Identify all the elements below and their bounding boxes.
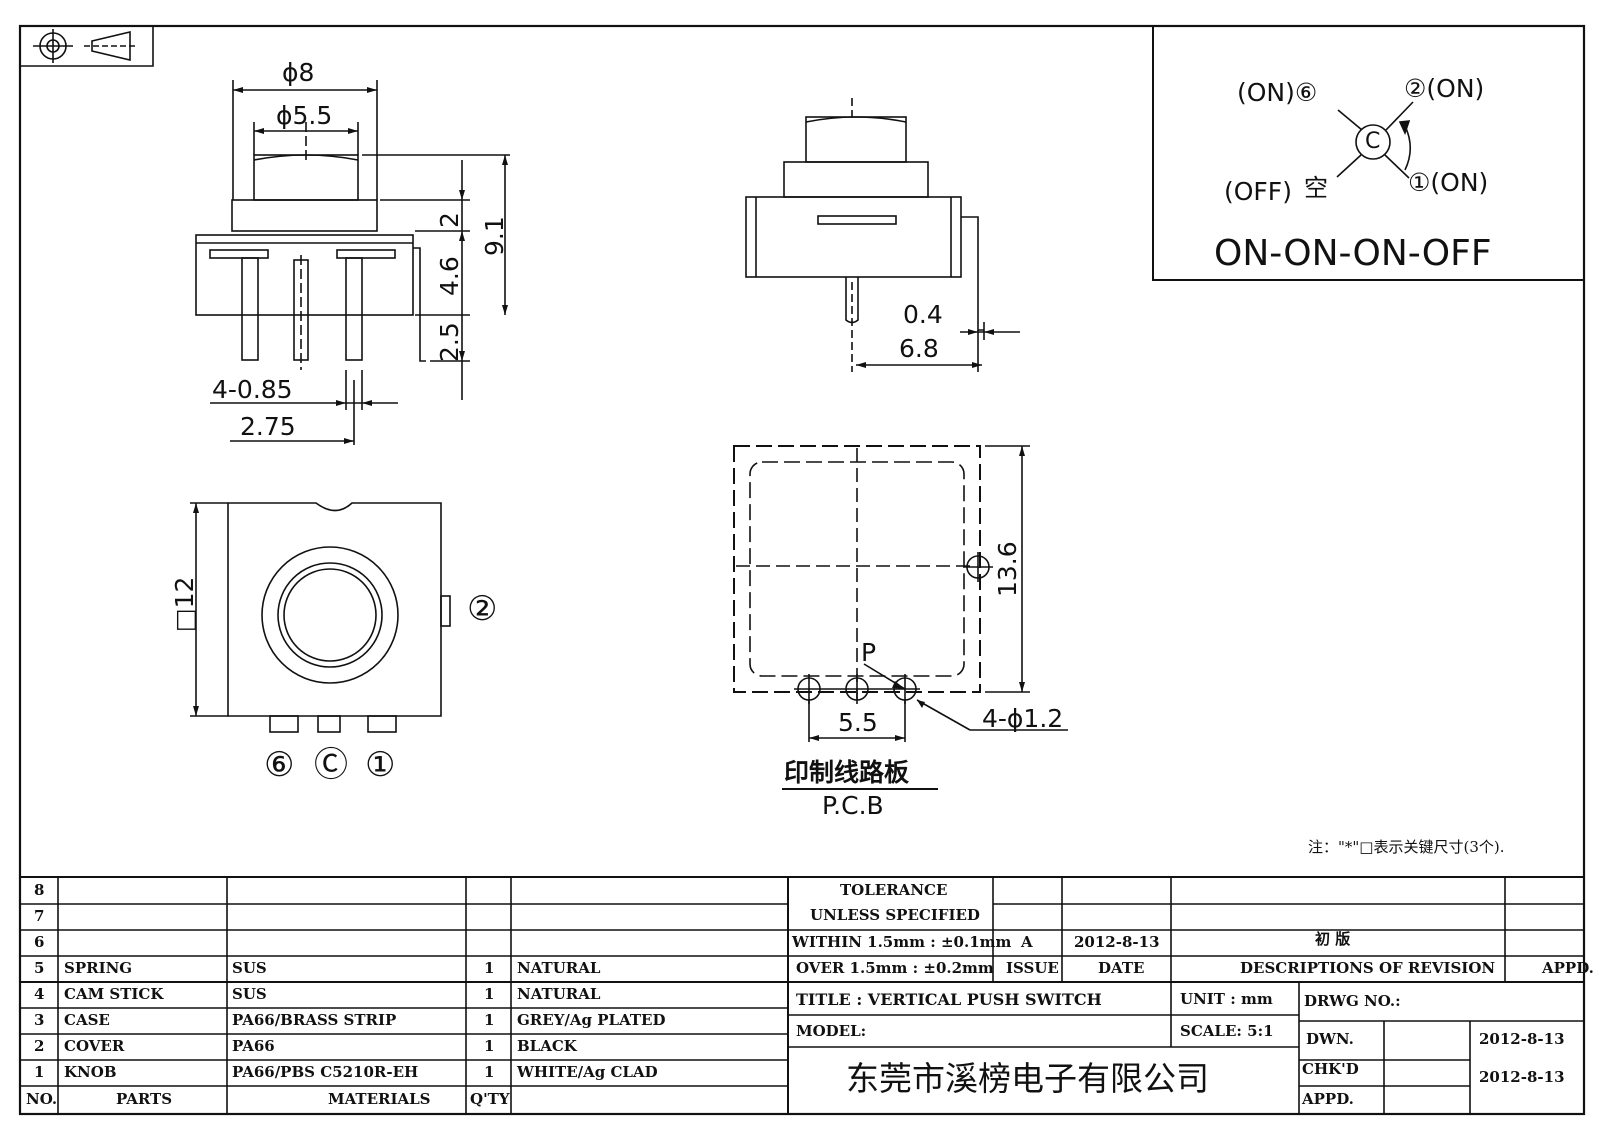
row-5-material: SUS bbox=[232, 959, 267, 977]
row-2-no: 2 bbox=[34, 1037, 45, 1055]
header-materials: MATERIALS bbox=[328, 1090, 431, 1108]
row-2-finish: BLACK bbox=[517, 1037, 577, 1055]
checked-date: 2012-8-13 bbox=[1479, 1068, 1565, 1086]
row-3-finish: GREY/Ag PLATED bbox=[517, 1011, 666, 1029]
drawn-date: 2012-8-13 bbox=[1479, 1030, 1565, 1048]
row-7-no: 7 bbox=[34, 907, 45, 925]
dim-13-6: 13.6 bbox=[993, 541, 1022, 597]
dim-4-phi1-2: 4-ϕ1.2 bbox=[982, 704, 1064, 733]
header-qty: Q'TY bbox=[470, 1090, 510, 1108]
pcb-label-en: P.C.B bbox=[822, 791, 884, 820]
schematic-kong: 空 bbox=[1304, 174, 1328, 202]
pcb-label-cn: 印制线路板 bbox=[784, 758, 910, 787]
model-label: MODEL: bbox=[796, 1022, 867, 1040]
row-3-part: CASE bbox=[64, 1011, 110, 1029]
dim-9-1: 9.1 bbox=[480, 216, 509, 256]
row-2-material: PA66 bbox=[232, 1037, 275, 1055]
row-1-qty: 1 bbox=[484, 1063, 495, 1081]
dim-p-label: P bbox=[861, 638, 877, 667]
row-1-material: PA66/PBS C5210R-EH bbox=[232, 1063, 419, 1081]
date-label: DATE bbox=[1098, 959, 1145, 977]
row-5-part: SPRING bbox=[64, 959, 133, 977]
dim-2-5: 2.5 bbox=[435, 322, 464, 362]
pin-6-label: ⑥ bbox=[264, 745, 295, 785]
row-5-no: 5 bbox=[34, 959, 45, 977]
drawing-note: 注："*"□表示关键尺寸(3个). bbox=[1308, 838, 1505, 856]
pin-c-label: Ⓒ bbox=[314, 745, 348, 785]
appd-label-revision: APPD. bbox=[1542, 959, 1594, 977]
dim-0-4: 0.4 bbox=[903, 300, 943, 329]
row-4-finish: NATURAL bbox=[517, 985, 601, 1003]
revision-value: 初 版 bbox=[1315, 930, 1351, 948]
schematic-mode: ON-ON-ON-OFF bbox=[1214, 233, 1492, 274]
row-2-qty: 1 bbox=[484, 1037, 495, 1055]
dim-6-8: 6.8 bbox=[899, 334, 939, 363]
header-parts: PARTS bbox=[116, 1090, 173, 1108]
descriptions-label: DESCRIPTIONS OF REVISION bbox=[1240, 959, 1496, 977]
row-4-part: CAM STICK bbox=[64, 985, 164, 1003]
issue-label: ISSUE bbox=[1006, 959, 1059, 977]
tolerance-over: OVER 1.5mm : ±0.2mm bbox=[796, 959, 994, 977]
checked-label: CHK'D bbox=[1302, 1060, 1359, 1078]
scale-label: SCALE: 5:1 bbox=[1180, 1022, 1274, 1040]
row-1-finish: WHITE/Ag CLAD bbox=[517, 1063, 658, 1081]
row-8-no: 8 bbox=[34, 881, 45, 899]
dim-phi8: ϕ8 bbox=[282, 58, 315, 87]
dim-square-12: □12 bbox=[170, 576, 199, 632]
row-3-qty: 1 bbox=[484, 1011, 495, 1029]
tolerance-unless: UNLESS SPECIFIED bbox=[810, 906, 980, 924]
dim-4-0-85: 4-0.85 bbox=[212, 375, 293, 404]
unit-label: UNIT : mm bbox=[1180, 990, 1273, 1008]
row-1-part: KNOB bbox=[64, 1063, 117, 1081]
pin-1-label: ① bbox=[365, 745, 396, 785]
row-3-material: PA66/BRASS STRIP bbox=[232, 1011, 397, 1029]
row-3-no: 3 bbox=[34, 1011, 45, 1029]
dim-2: 2 bbox=[435, 212, 464, 228]
tolerance-within: WITHIN 1.5mm : ±0.1mm bbox=[792, 933, 1012, 951]
approved-label: APPD. bbox=[1302, 1090, 1354, 1108]
row-5-qty: 1 bbox=[484, 959, 495, 977]
dim-phi5-5: ϕ5.5 bbox=[276, 101, 333, 130]
tolerance-heading: TOLERANCE bbox=[840, 881, 948, 899]
drawing-number-label: DRWG NO.: bbox=[1304, 992, 1401, 1010]
schematic-on-6: (ON)⑥ bbox=[1237, 78, 1318, 107]
row-2-part: COVER bbox=[64, 1037, 125, 1055]
date-value: 2012-8-13 bbox=[1074, 933, 1160, 951]
dim-4-6: 4.6 bbox=[435, 256, 464, 296]
row-4-material: SUS bbox=[232, 985, 267, 1003]
company-name: 东莞市溪榜电子有限公司 bbox=[846, 1059, 1209, 1098]
schematic-on-2: ②(ON) bbox=[1404, 74, 1485, 103]
dim-2-75: 2.75 bbox=[240, 412, 296, 441]
schematic-common: C bbox=[1365, 129, 1381, 154]
schematic-on-1: ①(ON) bbox=[1408, 168, 1489, 197]
drawn-label: DWN. bbox=[1306, 1030, 1354, 1048]
row-4-qty: 1 bbox=[484, 985, 495, 1003]
header-no: NO. bbox=[26, 1090, 58, 1108]
issue-value: A bbox=[1021, 933, 1033, 951]
drawing-title: TITLE : VERTICAL PUSH SWITCH bbox=[796, 990, 1102, 1009]
row-5-finish: NATURAL bbox=[517, 959, 601, 977]
pin-2-label: ② bbox=[467, 589, 498, 629]
row-1-no: 1 bbox=[34, 1063, 45, 1081]
schematic-off: (OFF) bbox=[1224, 177, 1292, 206]
dim-5-5: 5.5 bbox=[838, 708, 878, 737]
row-6-no: 6 bbox=[34, 933, 45, 951]
row-4-no: 4 bbox=[34, 985, 45, 1003]
